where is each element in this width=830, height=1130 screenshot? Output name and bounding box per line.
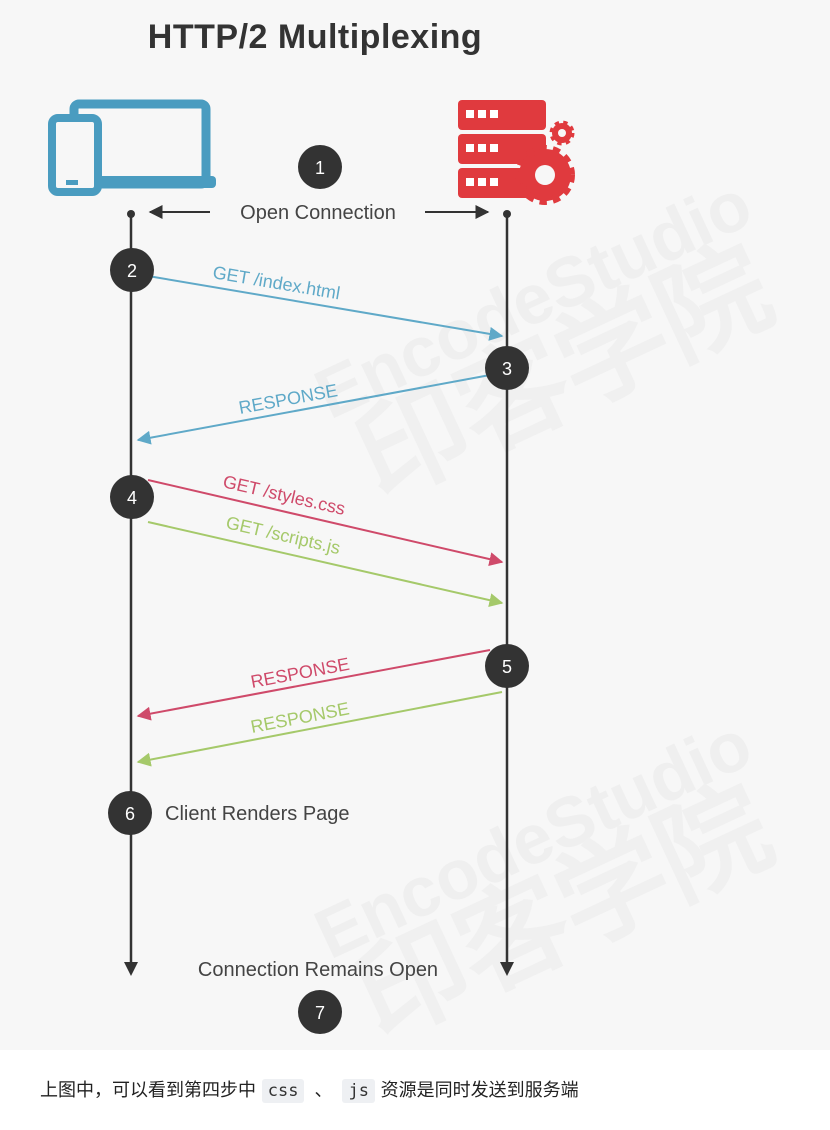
get-scripts-arrow: [147, 521, 504, 608]
client-renders-label: Client Renders Page: [165, 803, 350, 825]
get-scripts-label: GET /scripts.js: [224, 512, 342, 558]
caption-prefix: 上图中，可以看到第四步中: [40, 1080, 256, 1101]
caption: 上图中，可以看到第四步中 css 、 js 资源是同时发送到服务端: [40, 1078, 579, 1104]
step-4-number: 4: [127, 488, 137, 508]
client-lifeline-arrow: [124, 962, 138, 976]
step-5-badge: 5: [485, 644, 529, 688]
step-3-number: 3: [502, 359, 512, 379]
step-6-badge: 6: [108, 791, 152, 835]
get-index-arrow: [147, 275, 504, 341]
step-3-badge: 3: [485, 346, 529, 390]
step-7-badge: 7: [298, 990, 342, 1034]
open-connection-label: Open Connection: [240, 202, 396, 224]
response-3-arrow: [136, 691, 503, 767]
sequence-diagram: EncodeStudio 印客学院 EncodeStudio 印客学院 Open…: [48, 99, 789, 1050]
step-2-number: 2: [127, 261, 137, 281]
response-2-arrow: [136, 649, 491, 721]
caption-suffix: 资源是同时发送到服务端: [380, 1080, 579, 1101]
step-4-badge: 4: [110, 475, 154, 519]
get-styles-arrow: [147, 479, 504, 566]
step-2-badge: 2: [110, 248, 154, 292]
step-1-badge: 1: [298, 145, 342, 189]
inline-code-css: css: [261, 1079, 305, 1103]
server-lifeline-arrow: [500, 962, 514, 976]
step-5-number: 5: [502, 657, 512, 677]
remains-open-label: Connection Remains Open: [198, 959, 438, 981]
step-7-number: 7: [315, 1003, 325, 1023]
inline-code-js: js: [342, 1079, 375, 1103]
laptop-phone-icon: [48, 99, 216, 196]
diagram-title: HTTP/2 Multiplexing: [147, 18, 483, 56]
step-1-number: 1: [315, 158, 325, 178]
watermark: EncodeStudio 印客学院 EncodeStudio 印客学院: [303, 164, 789, 1050]
step-6-number: 6: [125, 804, 135, 824]
response-1-arrow: [136, 374, 491, 445]
caption-separator: 、: [314, 1080, 333, 1101]
server-gear-icon: [458, 100, 575, 205]
diagram-background: [0, 0, 830, 1050]
